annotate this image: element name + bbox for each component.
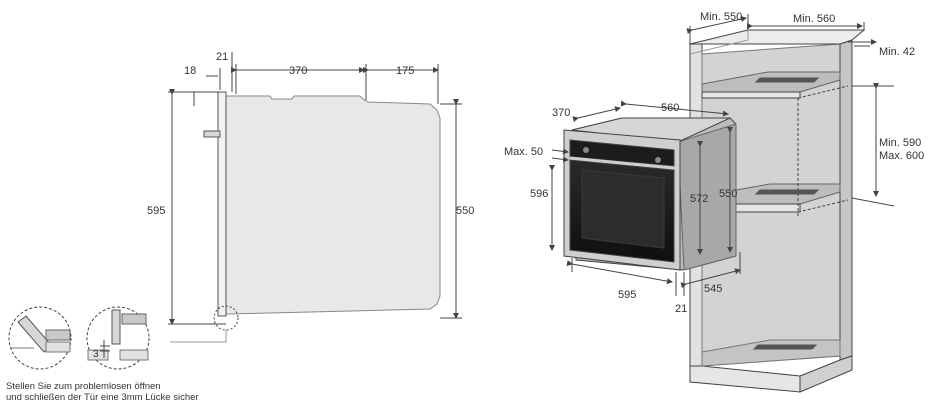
dim-min-550: Min. 550 xyxy=(700,11,742,23)
door-gap-note: Stellen Sie zum problemlosen öffnen und … xyxy=(6,381,199,403)
dim-iso-572: 572 xyxy=(690,193,708,205)
dim-iso-550: 550 xyxy=(719,188,737,200)
dim-iso-max50: Max. 50 xyxy=(504,146,543,158)
dim-min-590: Min. 590 xyxy=(879,137,921,149)
door-gap-note-line1: Stellen Sie zum problemlosen öffnen xyxy=(6,381,161,392)
dim-iso-560: 560 xyxy=(661,102,679,114)
dim-top-370: 370 xyxy=(289,65,307,77)
dim-top-21: 21 xyxy=(216,51,228,63)
side-view xyxy=(168,52,462,343)
dim-iso-545: 545 xyxy=(704,283,722,295)
detail-marker-circle xyxy=(213,305,239,331)
dim-top-175: 175 xyxy=(396,65,414,77)
oven-iso-handle xyxy=(569,156,675,170)
oven-iso xyxy=(563,117,737,271)
oven-front-panel xyxy=(217,91,227,317)
dim-max-600: Max. 600 xyxy=(879,150,924,162)
oven-handle xyxy=(203,130,221,138)
dim-top-18: 18 xyxy=(184,65,196,77)
dim-iso-596: 596 xyxy=(530,188,548,200)
dim-left-595: 595 xyxy=(147,205,165,217)
dim-iso-595: 595 xyxy=(618,289,636,301)
oven-side-body xyxy=(225,95,441,315)
detail-gap-3: 3 xyxy=(93,349,99,360)
door-gap-note-line2: und schließen der Tür eine 3mm Lücke sic… xyxy=(6,392,199,403)
dim-min-560: Min. 560 xyxy=(793,13,835,25)
dim-iso-21: 21 xyxy=(675,303,687,315)
dim-min-42: Min. 42 xyxy=(879,46,915,58)
detail-views xyxy=(8,306,150,370)
dim-right-550: 550 xyxy=(456,205,474,217)
dim-iso-370: 370 xyxy=(552,107,570,119)
